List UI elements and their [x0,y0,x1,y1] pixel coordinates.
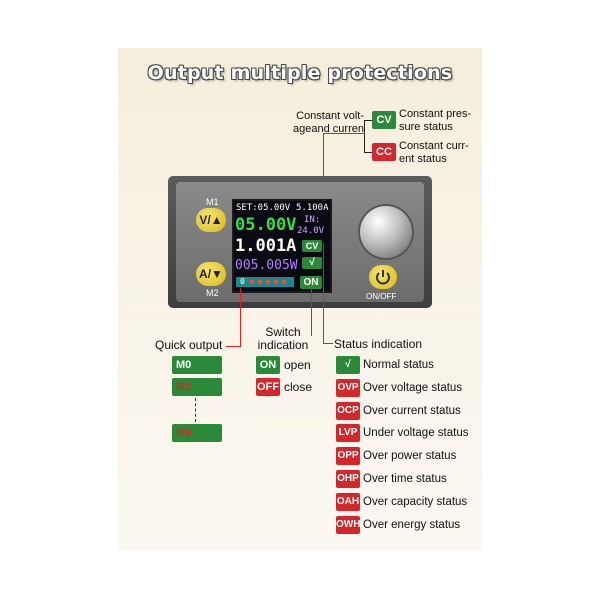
status-badge-2: OCP [336,402,360,420]
status-badge-7: OWH [336,516,360,534]
screen-cv-indicator: CV [302,240,322,252]
switch-off-label: close [284,380,313,394]
switch-on-label: open [284,358,311,372]
cv-badge: CV [372,111,396,129]
quick-output-label: Quick output [155,338,223,352]
switch-off-badge: OFF [256,378,280,396]
output-power: 005.005W [235,258,298,273]
voltage-up-button[interactable]: V/▲ [196,208,226,232]
status-label-0: Normal status [363,359,434,371]
set-current-text: 5.100A [296,203,329,213]
status-badge-1: OVP [336,379,360,397]
cc-connector-h [364,152,372,153]
quick-output-ellipsis-line [195,398,197,422]
status-badge-3: LVP [336,424,360,442]
memory-slot-number: 0 [240,277,245,286]
status-label-5: Over time status [363,473,447,485]
output-voltage: 05.00V [235,215,297,235]
switch-indication-label: Switch indication [257,325,309,352]
onoff-label: ON/OFF [366,292,397,301]
status-badge-6: OAH [336,493,360,511]
quick-output-m0: M0 [172,356,222,374]
status-pointer-v [323,243,324,343]
m2-label: M2 [206,288,219,298]
cv-group-label: Constant volt- ageand curren [293,110,364,135]
cc-description: Constant curr- ent status [399,140,469,165]
status-badge-5: OHP [336,470,360,488]
quick-output-m1: M1 [172,378,222,396]
memory-slot-dots [250,280,290,284]
quick-output-pointer-v [240,288,241,346]
status-label-3: Under voltage status [363,427,469,439]
screen-normal-indicator: √ [302,257,322,269]
status-badge-0: √ [336,356,360,374]
status-badge-4: OPP [336,447,360,465]
status-label-6: Over capacity status [363,496,468,508]
status-label-2: Over current status [363,405,461,417]
switch-pointer-v [311,288,312,336]
status-label-1: Over voltage status [363,382,463,394]
switch-on-badge: ON [256,356,280,374]
cc-badge: CC [372,143,396,161]
cv-connector-v [364,120,365,152]
input-voltage: 24.0V [297,226,325,236]
page-title: Output multiple protections [147,62,453,84]
set-voltage-text: SET:05.00V [236,203,291,213]
status-pointer-h [323,343,333,344]
power-icon [376,270,390,285]
status-indication-label: Status indication [334,337,423,351]
screen-on-indicator: ON [300,276,322,289]
status-label-7: Over energy status [363,519,461,531]
cv-connector-h [364,120,372,121]
current-down-button[interactable]: A/▼ [196,262,226,286]
cv-pointer-h [323,133,365,134]
cv-description: Constant pres- sure status [399,108,472,133]
power-button[interactable] [369,265,397,289]
m1-label: M1 [206,197,219,207]
quick-output-m9: M9 [172,424,222,442]
output-current: 1.001A [235,236,297,256]
rotary-encoder-knob[interactable] [360,206,412,258]
memory-slot-bar: 0 [236,277,294,287]
status-label-4: Over power status [363,450,457,462]
input-label: IN: [304,215,321,225]
quick-output-pointer-h [226,346,241,347]
